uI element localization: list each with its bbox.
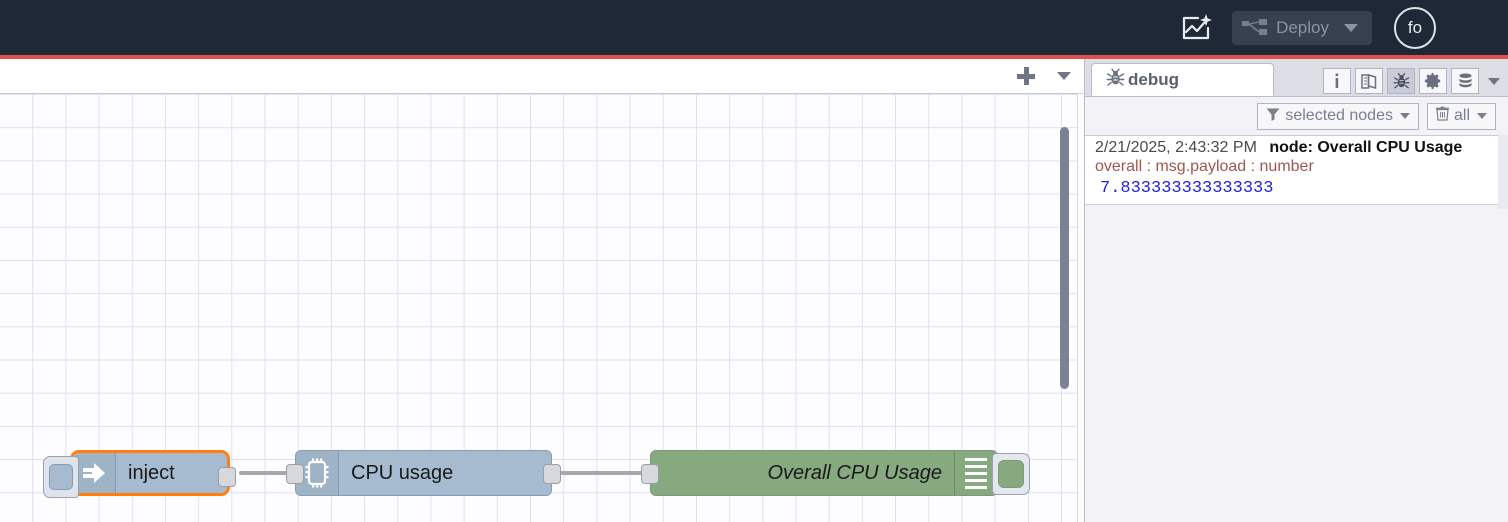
debug-list-scrollbar[interactable] — [1498, 135, 1508, 209]
debug-enable-toggle-button[interactable] — [992, 453, 1030, 495]
node-cpu-usage-body: CPU usage — [295, 450, 552, 496]
sidebar: debug — [1084, 59, 1508, 522]
node-cpu-usage[interactable]: CPU usage — [286, 450, 561, 496]
flow-canvas[interactable]: inject — [0, 94, 1083, 522]
canvas-right-edge — [1077, 94, 1083, 522]
node-cpu-usage-input-port[interactable] — [286, 464, 304, 484]
app-header: Deploy fo — [0, 0, 1508, 55]
debug-message[interactable]: 2/21/2025, 2:43:32 PM node: Overall CPU … — [1085, 135, 1508, 205]
help-book-icon[interactable] — [1355, 68, 1383, 94]
deploy-options-button[interactable] — [1343, 23, 1372, 32]
canvas-vertical-scrollbar[interactable] — [1060, 127, 1069, 389]
config-gear-icon[interactable] — [1419, 68, 1447, 94]
node-debug-body: Overall CPU Usage — [650, 450, 998, 496]
deploy-button[interactable]: Deploy — [1232, 10, 1372, 45]
node-debug-overall-cpu-usage[interactable]: Overall CPU Usage — [641, 450, 1030, 496]
header-accent-stripe — [0, 55, 1508, 59]
debug-message-timestamp: 2/21/2025, 2:43:32 PM — [1095, 139, 1257, 156]
debug-bug-icon[interactable] — [1387, 68, 1415, 94]
chevron-down-icon — [1344, 23, 1358, 32]
debug-message-list[interactable]: 2/21/2025, 2:43:32 PM node: Overall CPU … — [1085, 135, 1508, 521]
funnel-icon — [1266, 107, 1280, 126]
deploy-button-label: Deploy — [1276, 17, 1329, 37]
debug-node-filter-label: selected nodes — [1285, 107, 1393, 124]
inject-arrow-icon — [73, 453, 116, 493]
sidebar-tab-debug-label: debug — [1128, 69, 1179, 89]
context-data-icon[interactable] — [1451, 68, 1479, 94]
flow-assistant-sparkle-icon[interactable] — [1176, 8, 1216, 48]
flow-tabbar — [0, 59, 1083, 94]
debug-message-header: 2/21/2025, 2:43:32 PM node: Overall CPU … — [1095, 139, 1500, 157]
sidebar-filter-row: selected nodes all — [1085, 97, 1508, 135]
avatar-initials: fo — [1407, 17, 1423, 37]
sidebar-tabrow: debug — [1085, 59, 1508, 97]
bug-icon — [1106, 68, 1125, 92]
avatar[interactable]: fo — [1394, 6, 1436, 49]
debug-message-value[interactable]: 7.833333333333333 — [1100, 179, 1274, 198]
add-flow-tab-button[interactable] — [1013, 63, 1039, 89]
flow-tab-menu-button[interactable] — [1057, 72, 1071, 80]
sidebar-tab-overflow-button[interactable] — [1488, 77, 1500, 85]
node-debug-input-port[interactable] — [641, 464, 659, 484]
hamburger-menu-icon[interactable] — [1460, 16, 1490, 40]
node-debug-label: Overall CPU Usage — [767, 461, 942, 484]
inject-trigger-button-inner — [49, 464, 73, 490]
sidebar-icon-buttons — [1319, 68, 1508, 96]
deploy-node-icon — [1242, 18, 1268, 37]
inject-trigger-button[interactable] — [43, 456, 79, 498]
wire-inject-to-cpu[interactable] — [239, 471, 296, 475]
debug-node-filter-button[interactable]: selected nodes — [1257, 102, 1419, 130]
chevron-down-icon — [1399, 113, 1410, 119]
node-inject-label: inject — [128, 461, 175, 484]
debug-lines-icon — [954, 451, 997, 495]
debug-enable-toggle-inner — [998, 460, 1024, 488]
info-icon[interactable] — [1323, 68, 1351, 94]
debug-message-topic: overall : msg.payload : number — [1095, 158, 1314, 175]
chevron-down-icon — [1477, 113, 1487, 119]
workspace: inject — [0, 59, 1083, 522]
node-inject-output-port[interactable] — [218, 467, 236, 487]
node-cpu-usage-label: CPU usage — [351, 461, 454, 484]
debug-clear-label: all — [1453, 107, 1470, 124]
node-inject[interactable]: inject — [43, 450, 236, 498]
wire-cpu-to-debug[interactable] — [560, 471, 650, 475]
debug-clear-button[interactable]: all — [1426, 102, 1496, 130]
plus-icon — [1017, 67, 1035, 85]
sidebar-tab-debug[interactable]: debug — [1091, 63, 1274, 96]
trash-icon — [1435, 106, 1449, 126]
debug-message-source-node[interactable]: node: Overall CPU Usage — [1269, 139, 1463, 156]
node-inject-body: inject — [73, 453, 227, 493]
node-cpu-usage-output-port[interactable] — [543, 464, 561, 484]
